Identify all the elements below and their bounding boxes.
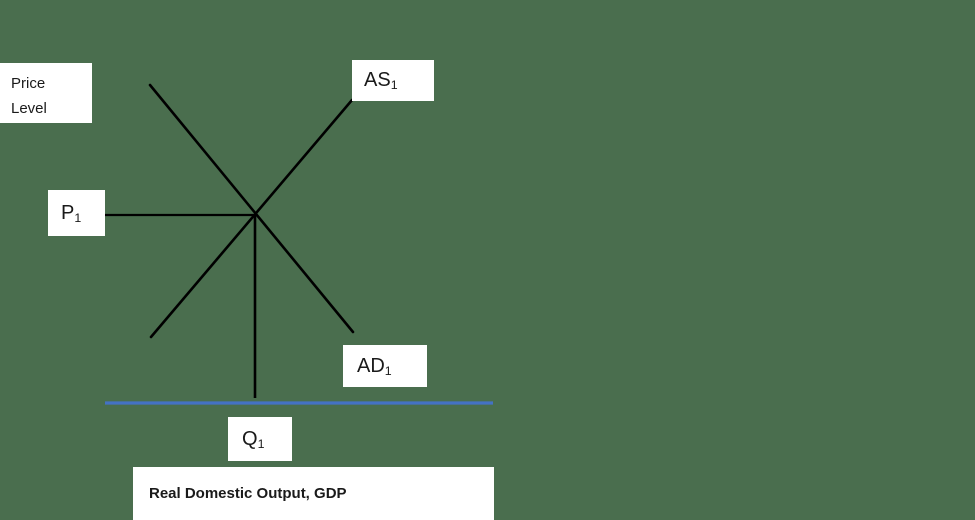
price-level-point-label: P1 [48, 190, 105, 236]
price-level-point-label-text: P1 [61, 202, 81, 225]
as-curve-label: AS1 [352, 60, 434, 101]
y-axis-title-line-2: Level [11, 100, 47, 117]
quantity-point-label-base: Q [242, 427, 258, 450]
ad-curve-label-subscript: 1 [384, 363, 392, 378]
quantity-point-label-subscript: 1 [257, 436, 265, 451]
as-curve-line [149, 98, 354, 339]
x-axis-title: Real Domestic Output, GDP [133, 467, 494, 520]
y-axis-title-line-1: Price [11, 75, 46, 92]
quantity-point-label-text: Q1 [242, 428, 264, 451]
quantity-point-label: Q1 [228, 417, 292, 461]
as-curve-label-subscript: 1 [390, 78, 398, 93]
as-curve-label-text: AS1 [364, 69, 398, 92]
price-level-point-label-subscript: 1 [74, 210, 82, 225]
ad-curve-label-text: AD1 [357, 355, 392, 378]
ad-curve-line [148, 83, 355, 334]
price-level-point-label-base: P [61, 201, 75, 224]
ad-curve-label: AD1 [343, 345, 427, 387]
y-axis-title: Price Level [0, 63, 92, 123]
as-curve-label-base: AS [364, 69, 391, 91]
x-axis-title-text: Real Domestic Output, GDP [149, 485, 347, 502]
ad-curve-label-base: AD [357, 354, 385, 377]
